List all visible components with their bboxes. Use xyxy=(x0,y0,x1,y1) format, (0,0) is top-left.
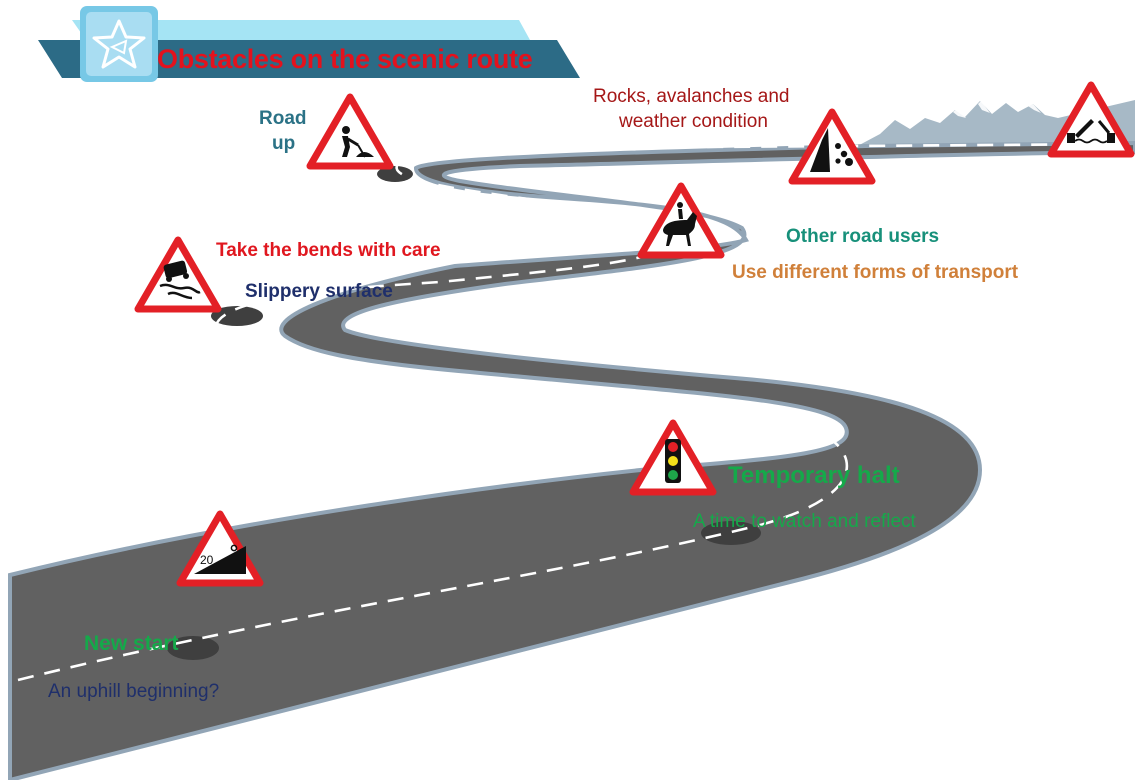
road-shadow xyxy=(377,166,413,182)
transport-label: Use different forms of transport xyxy=(732,262,1019,283)
road-works-sign-icon xyxy=(306,93,394,170)
uphill-label: An uphill beginning? xyxy=(48,681,220,702)
new-start-label: New start xyxy=(84,632,179,655)
road-shadow xyxy=(211,306,263,326)
page-title: Obstacles on the scenic route xyxy=(157,44,533,74)
mountain-snow xyxy=(953,101,1041,118)
road-centre-line xyxy=(17,142,1135,682)
title-banner xyxy=(38,6,580,82)
road-up-label-line1: Road xyxy=(259,108,307,129)
road-shadow xyxy=(701,521,761,545)
falling-rocks-sign-icon xyxy=(788,108,876,185)
horse-rider-sign-icon xyxy=(637,182,725,259)
bends-label: Take the bends with care xyxy=(216,240,441,261)
grade-label: 20 xyxy=(200,553,214,567)
slippery-road-sign-icon xyxy=(134,236,222,313)
opening-bridge-sign-icon xyxy=(1047,81,1135,158)
rocks-label-line1: Rocks, avalanches and xyxy=(593,86,790,107)
slippery-label: Slippery surface xyxy=(245,281,393,302)
star-icon xyxy=(92,19,146,69)
road-up-label-line2: up xyxy=(272,133,296,154)
temporary-halt-label: Temporary halt xyxy=(728,462,900,489)
watch-reflect-label: A time to watch and reflect xyxy=(693,511,916,532)
other-users-label: Other road users xyxy=(786,226,940,247)
rocks-label-line2: weather condition xyxy=(619,111,768,132)
traffic-light-sign-icon xyxy=(629,419,717,496)
steep-hill-sign-icon xyxy=(176,510,264,587)
